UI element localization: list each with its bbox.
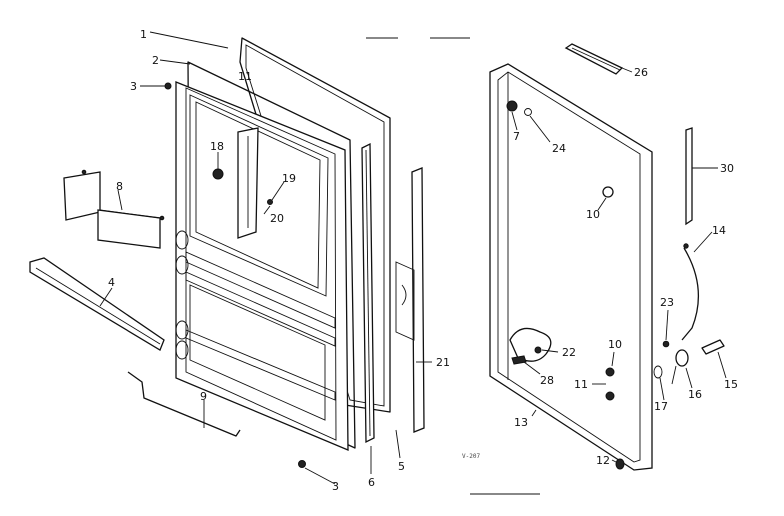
callout-22: 22 xyxy=(562,346,576,359)
pin-part-15 xyxy=(701,339,725,355)
label-plate-part-22 xyxy=(509,327,552,362)
plug-part-11 xyxy=(605,391,615,401)
callout-21: 21 xyxy=(436,356,450,369)
foot-part-12 xyxy=(615,458,625,470)
callout-30: 30 xyxy=(720,162,734,175)
door-rail-part-4 xyxy=(29,257,165,351)
wire-bracket-part-9 xyxy=(127,371,241,437)
callout-9: 9 xyxy=(200,390,207,403)
callout-11-right: 11 xyxy=(574,378,588,391)
outer-panel-part-21 xyxy=(395,167,425,433)
callout-10-lower: 10 xyxy=(608,338,622,351)
handle-part-26 xyxy=(564,43,624,75)
drawing-code: V-207 xyxy=(462,453,480,460)
callout-4: 4 xyxy=(108,276,115,289)
hinge-part-16 xyxy=(671,349,689,385)
callout-8: 8 xyxy=(116,180,123,193)
callout-24: 24 xyxy=(552,142,566,155)
callout-6: 6 xyxy=(368,476,375,489)
door-bin-part-8 xyxy=(63,169,165,249)
callout-11-left: 11 xyxy=(238,70,252,83)
callout-19: 19 xyxy=(282,172,296,185)
callout-13: 13 xyxy=(514,416,528,429)
callout-23: 23 xyxy=(660,296,674,309)
callout-16: 16 xyxy=(688,388,702,401)
callout-1: 1 xyxy=(140,28,147,41)
callout-5: 5 xyxy=(398,460,405,473)
callout-28: 28 xyxy=(540,374,554,387)
callout-10-upper: 10 xyxy=(586,208,600,221)
callout-18: 18 xyxy=(210,140,224,153)
outer-door-shell-part-13 xyxy=(489,63,653,471)
fastener-part-28 xyxy=(511,355,527,365)
spacer-part-17 xyxy=(653,365,663,379)
callout-3-top: 3 xyxy=(130,80,137,93)
callout-20: 20 xyxy=(270,212,284,225)
callout-14: 14 xyxy=(712,224,726,237)
strip-part-30 xyxy=(685,127,693,226)
callout-3-bottom: 3 xyxy=(332,480,339,493)
callout-2: 2 xyxy=(152,54,159,67)
gasket-strip-part-6 xyxy=(361,142,375,444)
hinge-pin-part-7 xyxy=(506,100,518,112)
leader-lines xyxy=(99,31,727,495)
screw-part-3-bottom xyxy=(298,460,306,468)
callout-7: 7 xyxy=(513,130,520,143)
callout-17: 17 xyxy=(654,400,668,413)
screw-part-3-top xyxy=(164,82,172,90)
callout-15: 15 xyxy=(724,378,738,391)
washer-part-23 xyxy=(662,340,670,348)
callout-26: 26 xyxy=(634,66,648,79)
callout-labels: 1 2 3 8 4 9 18 19 20 11 3 6 5 21 26 7 24… xyxy=(108,28,738,493)
callout-12: 12 xyxy=(596,454,610,467)
door-spring-part-14 xyxy=(681,243,700,341)
plug-part-10-lower xyxy=(605,367,615,377)
plug-part-10-upper xyxy=(602,186,614,198)
bushing-part-24 xyxy=(524,108,532,116)
shelf-bracket-part-20 xyxy=(212,127,273,239)
